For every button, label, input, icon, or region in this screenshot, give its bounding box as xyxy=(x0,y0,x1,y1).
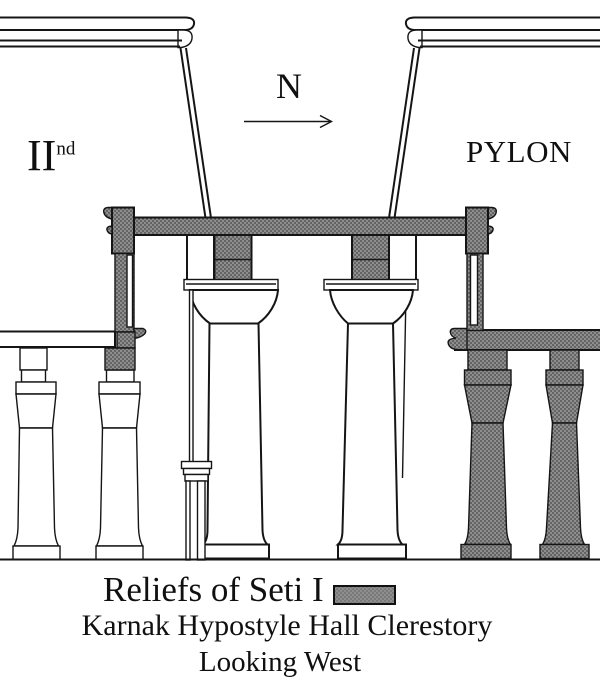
background-wall-line-right xyxy=(401,291,407,479)
right-aisle-architrave xyxy=(454,329,600,351)
great-column-right-shaft xyxy=(335,322,406,546)
doorway-jamb-inner xyxy=(196,480,206,561)
left-pylon-wall-inner xyxy=(185,47,212,219)
clerestory-white-pier-right xyxy=(388,234,417,282)
relief-column-right xyxy=(539,349,590,560)
great-column-right-plinth xyxy=(337,543,407,560)
label-second-pylon: IInd xyxy=(27,134,75,178)
relief-abacus-left-aisle xyxy=(104,347,136,371)
right-pylon-wall-outer xyxy=(393,47,421,219)
great-column-right-capital xyxy=(328,289,415,325)
left-pylon-cornice-slab xyxy=(0,16,196,31)
right-aisle-reliefs xyxy=(447,327,600,560)
label-pylon: PYLON xyxy=(466,134,572,169)
clerestory-right-wall xyxy=(465,206,498,332)
aisle-column-right xyxy=(95,369,144,561)
legend-label: Reliefs of Seti I xyxy=(103,570,324,609)
great-column-left-abacus xyxy=(183,278,279,291)
doorway-jamb-outer xyxy=(185,480,191,561)
second-pylon-numeral: II xyxy=(27,131,57,180)
great-column-left-shaft xyxy=(200,322,271,546)
great-column-right xyxy=(323,278,419,560)
great-column-left xyxy=(183,278,280,560)
left-pylon-wall-outer xyxy=(179,47,207,219)
left-pylon xyxy=(0,16,212,219)
doorway xyxy=(180,460,213,561)
figure-subtitle: Looking West xyxy=(198,646,362,678)
clerestory-left-wall xyxy=(102,206,147,371)
right-pylon-cornice-slab xyxy=(404,16,600,31)
north-arrow-icon xyxy=(244,114,334,129)
clerestory-architrave xyxy=(111,216,487,236)
left-pylon-cornice-curl xyxy=(177,29,193,49)
clerestory xyxy=(102,206,498,371)
clerestory-window-slot-right xyxy=(469,254,479,326)
mast-line-left xyxy=(188,289,194,463)
great-column-right-abacus xyxy=(323,278,419,291)
great-column-left-plinth xyxy=(202,543,270,560)
right-pylon-wall-inner xyxy=(388,47,415,219)
figure-title: Karnak Hypostyle Hall Clerestory xyxy=(81,609,493,642)
left-aisle xyxy=(0,330,144,561)
left-aisle-architrave xyxy=(0,330,116,348)
aisle-column-left xyxy=(12,347,61,561)
legend-swatch xyxy=(333,585,396,605)
clerestory-window-slot-left xyxy=(126,254,134,328)
clerestory-white-pier-left xyxy=(186,234,215,282)
great-column-left-capital xyxy=(188,289,280,325)
right-pylon-cornice-curl xyxy=(407,29,423,49)
right-aisle-architrave-cornice xyxy=(447,327,468,351)
clerestory-relief-pier-right xyxy=(351,234,390,282)
clerestory-relief-pier-left xyxy=(213,234,253,282)
right-pylon xyxy=(388,16,600,219)
relief-column-left xyxy=(460,349,512,560)
north-label: N xyxy=(276,66,302,106)
second-pylon-ordinal: nd xyxy=(56,138,76,160)
